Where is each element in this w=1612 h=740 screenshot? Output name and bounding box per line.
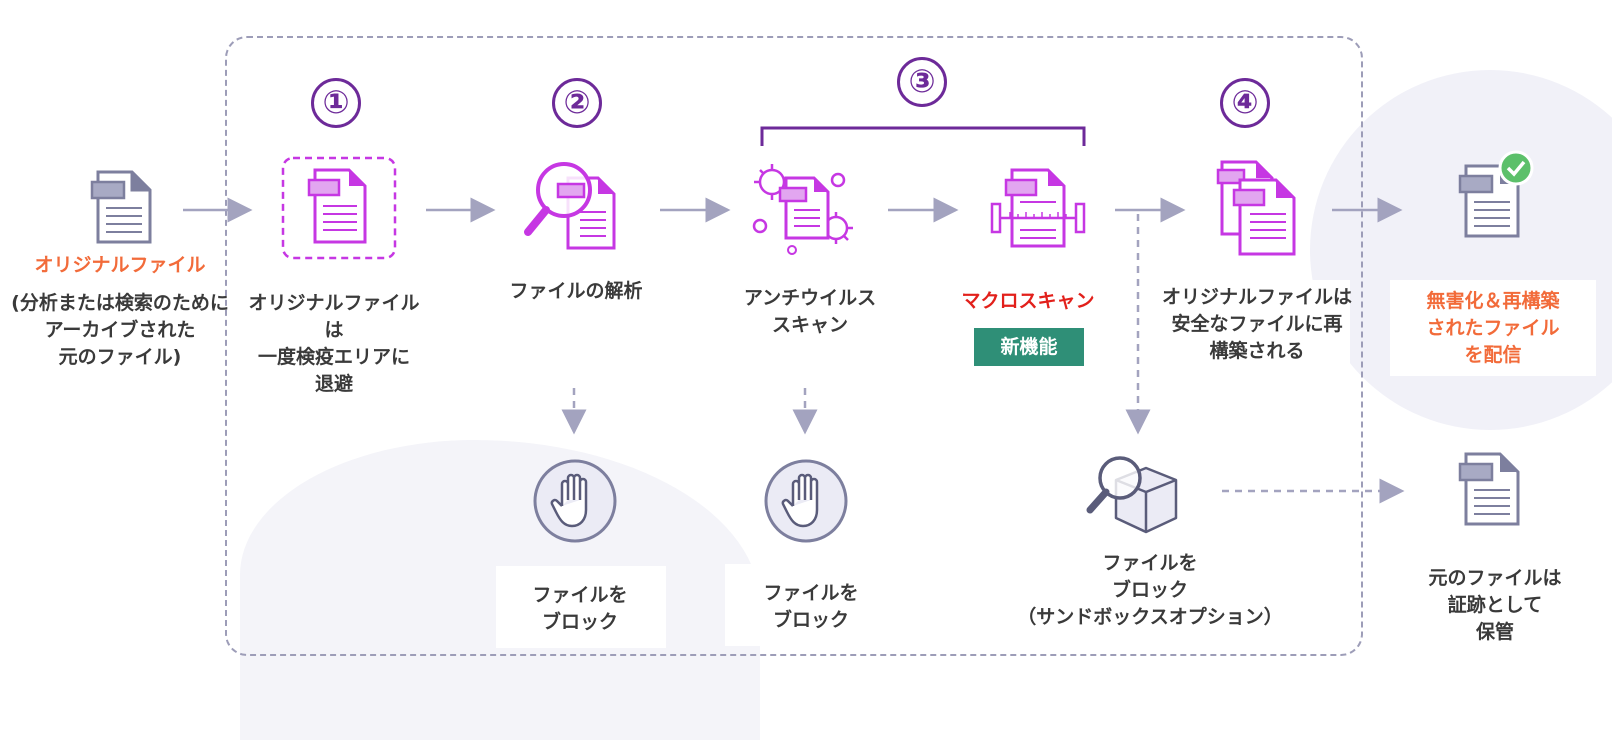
stop-hand-icon bbox=[764, 459, 848, 543]
magnifier-document-icon bbox=[524, 162, 616, 250]
step-number-2: ② bbox=[552, 78, 602, 128]
tile-block-2 bbox=[725, 564, 897, 646]
flow-arrows bbox=[183, 197, 1405, 504]
tile-block-1 bbox=[496, 566, 666, 648]
tile-analysis bbox=[455, 276, 697, 382]
document-icon bbox=[1458, 452, 1520, 526]
block-label-1: ファイルを ブロック bbox=[532, 584, 628, 633]
verified-document-icon bbox=[1458, 150, 1534, 238]
keep-original-label: 元のファイルは 証跡として 保管 bbox=[1428, 567, 1562, 643]
step-number-1: ① bbox=[311, 78, 361, 128]
tile-rebuild bbox=[1164, 280, 1350, 410]
original-file-description: (分析または検索のために アーカイブされた 元のファイル) bbox=[11, 292, 229, 368]
deliver-label: 無害化＆再構築 されたファイル を配信 bbox=[1426, 290, 1560, 366]
rebuild-label: オリジナルファイルは 安全なファイルに再 構築される bbox=[1161, 286, 1352, 362]
step-number-4: ④ bbox=[1220, 78, 1270, 128]
step-3-bracket bbox=[760, 126, 1086, 146]
quarantined-document-icon bbox=[281, 156, 397, 260]
tile-deliver bbox=[1390, 280, 1596, 376]
new-feature-badge: 新機能 bbox=[974, 328, 1084, 366]
block-label-2: ファイルを ブロック bbox=[763, 582, 859, 631]
document-icon bbox=[90, 170, 152, 244]
sandbox-box-icon bbox=[1086, 456, 1178, 534]
tile-sandbox bbox=[1010, 538, 1290, 648]
original-file-title: オリジナルファイル bbox=[34, 254, 206, 276]
macro-scan-label: マクロスキャン bbox=[961, 290, 1095, 312]
quarantine-label: オリジナルファイルは 一度検疫エリアに 退避 bbox=[248, 292, 420, 395]
rebuilt-documents-icon bbox=[1216, 160, 1296, 256]
antivirus-label: アンチウイルス スキャン bbox=[743, 287, 877, 336]
analysis-label: ファイルの解析 bbox=[509, 280, 643, 302]
process-frame bbox=[225, 36, 1363, 656]
tile-antivirus bbox=[718, 282, 902, 370]
sandbox-block-label: ファイルを ブロック （サンドボックスオプション） bbox=[1017, 552, 1283, 628]
tile-quarantine bbox=[242, 276, 426, 386]
stop-hand-icon bbox=[533, 459, 617, 543]
step-number-3: ③ bbox=[897, 57, 947, 107]
scanner-document-icon bbox=[990, 168, 1086, 248]
virus-document-icon bbox=[752, 164, 853, 255]
